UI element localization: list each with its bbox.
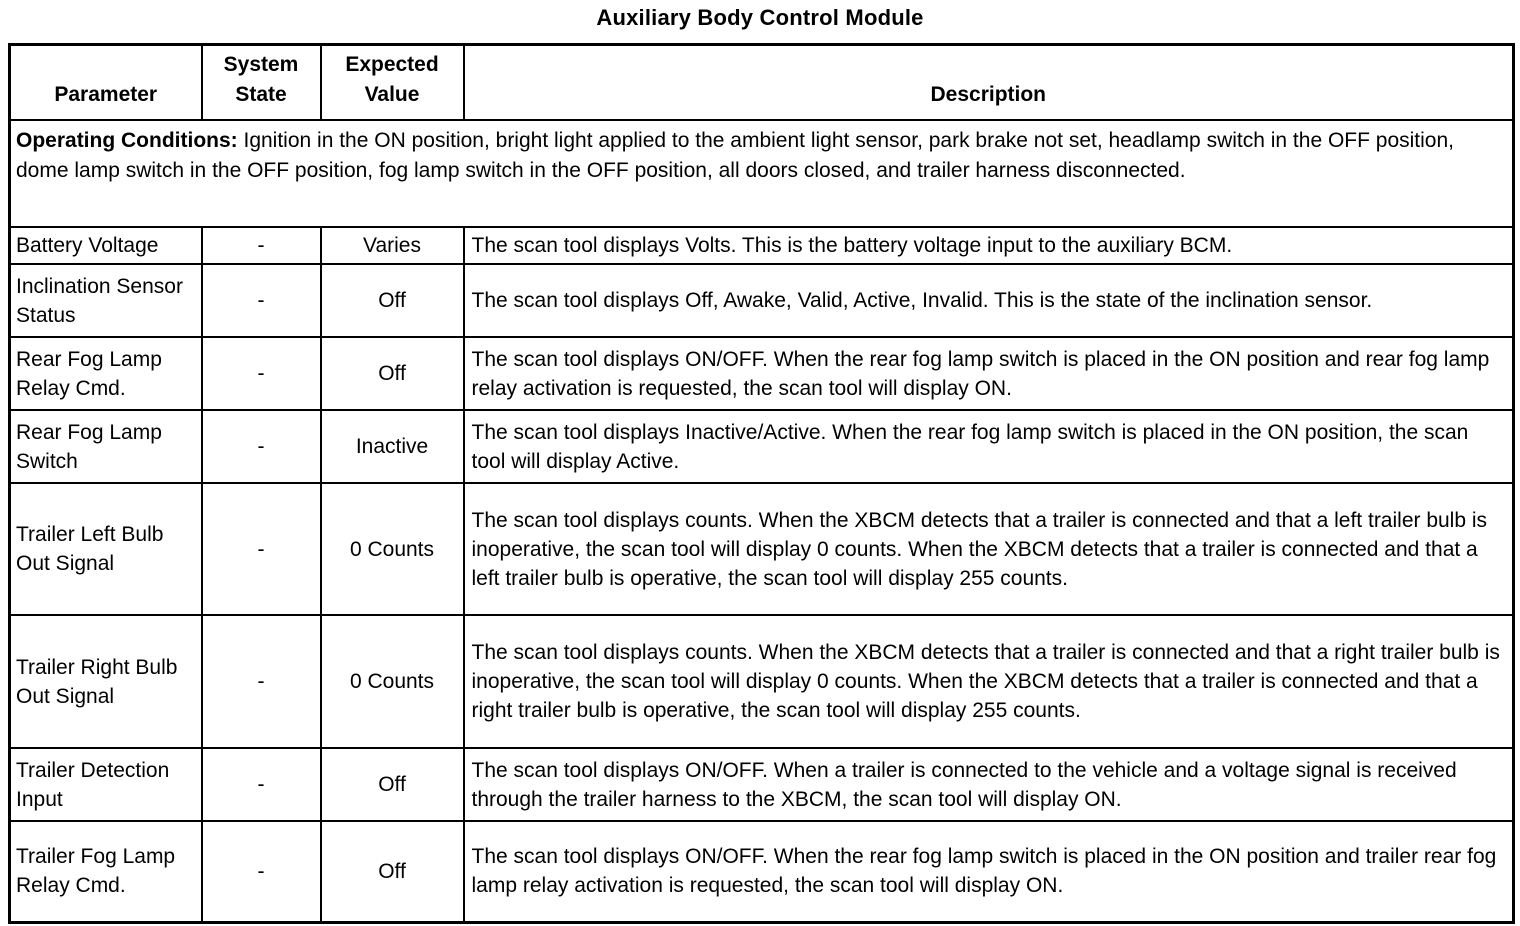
parameter-cell: Trailer Detection Input (8, 747, 203, 822)
system-state-cell: - (200, 482, 322, 616)
table-header-row: Parameter System State Expected Value De… (8, 43, 1515, 121)
parameter-table: Parameter System State Expected Value De… (8, 43, 1515, 924)
parameter-cell: Rear Fog Lamp Relay Cmd. (8, 336, 203, 411)
expected-value-cell: Off (319, 336, 465, 411)
operating-conditions-row: Operating Conditions: Ignition in the ON… (8, 119, 1515, 228)
expected-value-cell: Off (319, 820, 465, 923)
column-header-description: Description (462, 43, 1515, 121)
expected-value-cell: 0 Counts (319, 482, 465, 616)
column-header-parameter: Parameter (8, 43, 203, 121)
table-row: Trailer Detection Input - Off The scan t… (8, 747, 1515, 822)
operating-conditions-cell: Operating Conditions: Ignition in the ON… (8, 119, 1515, 228)
table-row: Trailer Fog Lamp Relay Cmd. - Off The sc… (8, 820, 1515, 923)
description-cell: The scan tool displays ON/OFF. When a tr… (462, 747, 1515, 822)
table-row: Trailer Right Bulb Out Signal - 0 Counts… (8, 614, 1515, 749)
description-cell: The scan tool displays Inactive/Active. … (462, 409, 1515, 484)
parameter-cell: Rear Fog Lamp Switch (8, 409, 203, 484)
table-row: Trailer Left Bulb Out Signal - 0 Counts … (8, 482, 1515, 616)
parameter-cell: Battery Voltage (8, 226, 203, 265)
expected-value-cell: Off (319, 263, 465, 338)
table-row: Battery Voltage - Varies The scan tool d… (8, 226, 1515, 265)
page-title: Auxiliary Body Control Module (596, 5, 924, 30)
description-cell: The scan tool displays Volts. This is th… (462, 226, 1515, 265)
operating-conditions-label: Operating Conditions: (16, 129, 238, 152)
description-cell: The scan tool displays ON/OFF. When the … (462, 820, 1515, 923)
system-state-cell: - (200, 820, 322, 923)
expected-value-cell: 0 Counts (319, 614, 465, 749)
system-state-cell: - (200, 747, 322, 822)
parameter-cell: Inclination Sensor Status (8, 263, 203, 338)
table-row: Rear Fog Lamp Switch - Inactive The scan… (8, 409, 1515, 484)
expected-value-cell: Inactive (319, 409, 465, 484)
expected-value-cell: Varies (319, 226, 465, 265)
system-state-cell: - (200, 263, 322, 338)
description-cell: The scan tool displays ON/OFF. When the … (462, 336, 1515, 411)
system-state-cell: - (200, 614, 322, 749)
table-row: Inclination Sensor Status - Off The scan… (8, 263, 1515, 338)
system-state-cell: - (200, 226, 322, 265)
description-cell: The scan tool displays Off, Awake, Valid… (462, 263, 1515, 338)
description-cell: The scan tool displays counts. When the … (462, 482, 1515, 616)
parameter-cell: Trailer Fog Lamp Relay Cmd. (8, 820, 203, 923)
table-row: Rear Fog Lamp Relay Cmd. - Off The scan … (8, 336, 1515, 411)
system-state-cell: - (200, 409, 322, 484)
parameter-cell: Trailer Right Bulb Out Signal (8, 614, 203, 749)
column-header-system-state: System State (200, 43, 322, 121)
system-state-cell: - (200, 336, 322, 411)
parameter-cell: Trailer Left Bulb Out Signal (8, 482, 203, 616)
expected-value-cell: Off (319, 747, 465, 822)
operating-conditions-text: Ignition in the ON position, bright ligh… (16, 129, 1454, 182)
description-cell: The scan tool displays counts. When the … (462, 614, 1515, 749)
column-header-expected-value: Expected Value (319, 43, 465, 121)
